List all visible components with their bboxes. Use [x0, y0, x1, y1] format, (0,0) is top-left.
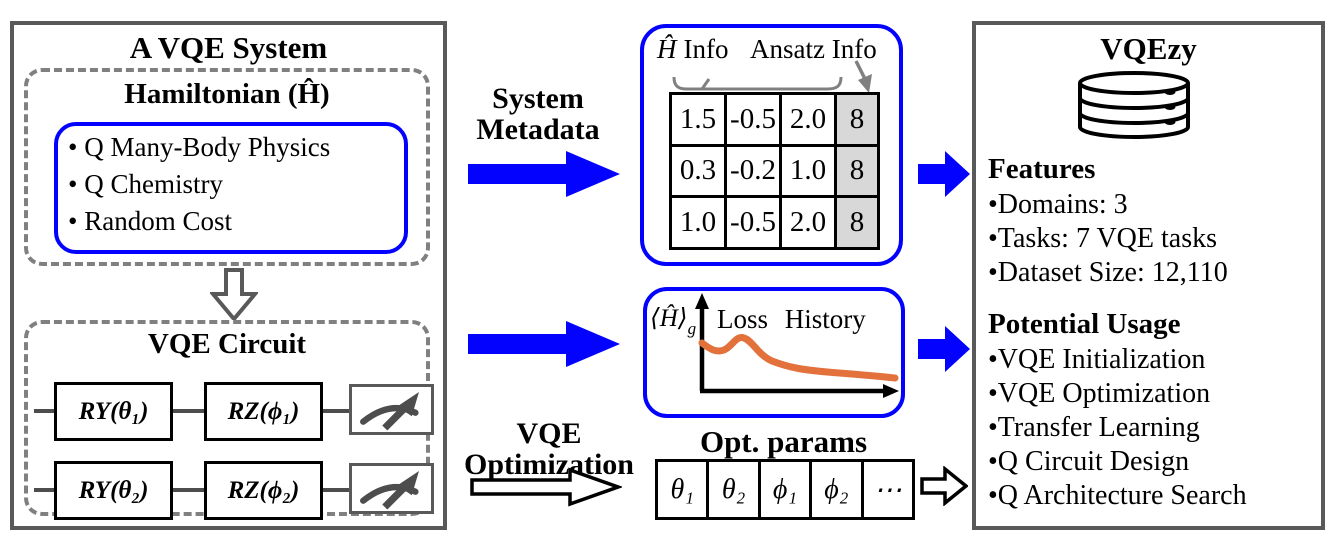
usage-item-optimization: •VQE Optimization: [988, 378, 1211, 409]
vqe-system-title: A VQE System: [129, 30, 328, 65]
vqe-circuit-title: VQE Circuit: [147, 328, 307, 360]
vqe-optimization-line2: Optimization: [464, 448, 634, 481]
meter-icon: [359, 470, 419, 510]
hamiltonian-item-random-cost: • Random Cost: [68, 206, 232, 236]
table-cell: 0.3: [672, 146, 727, 198]
optimization-arrow-icon: [470, 467, 622, 507]
h-symbol: Ĥ: [657, 34, 677, 64]
gate-ry1: RY(θ₁): [54, 382, 173, 441]
gate-rz1: RZ(ϕ₁): [204, 382, 323, 441]
hamiltonian-item-many-body: • Q Many-Body Physics: [68, 132, 331, 162]
table-cell: -0.5: [727, 95, 782, 147]
expectation-symbol: ⟨Ĥ⟩: [650, 305, 688, 332]
vqe-system-panel: A VQE System Hamiltonian (Ĥ) • Q Many-Bo…: [10, 21, 447, 530]
usage-item-circuit-design: •Q Circuit Design: [988, 446, 1190, 477]
blue-arrow-to-db-2: [918, 326, 970, 372]
hamiltonian-item-chemistry: • Q Chemistry: [68, 169, 223, 199]
hamiltonian-box: Hamiltonian (Ĥ) • Q Many-Body Physics • …: [24, 68, 430, 266]
usage-item-initialization: •VQE Initialization: [988, 344, 1206, 375]
feature-item-tasks: •Tasks: 7 VQE tasks: [988, 223, 1217, 254]
measurement-box-1: [349, 384, 434, 435]
table-cell: -0.2: [727, 146, 782, 198]
potential-usage-title: Potential Usage: [988, 308, 1181, 340]
opt-params-row: θ₁ θ₂ ϕ₁ ϕ₂ ⋯: [655, 459, 915, 520]
loss-y-axis-label: ⟨Ĥ⟩g: [650, 303, 696, 339]
ansatz-info-header: Ansatz Info: [750, 34, 877, 64]
loss-history-box: ⟨Ĥ⟩g Loss History: [643, 287, 905, 418]
expectation-subscript: g: [687, 319, 697, 338]
ansatz-pointer-arrow: [854, 60, 872, 93]
param-cell-phi2: ϕ₂: [812, 462, 864, 520]
usage-item-transfer-learning: •Transfer Learning: [988, 412, 1200, 443]
feature-item-domains: •Domains: 3: [988, 189, 1128, 220]
database-icon: [1078, 71, 1190, 139]
blue-arrow-metadata: [468, 151, 620, 197]
system-metadata-line2: Metadata: [476, 113, 600, 146]
metadata-table: 1.5 -0.5 2.0 8 0.3 -0.2 1.0 8 1.0 -0.5 2…: [669, 92, 880, 250]
system-metadata-label: System Metadata: [448, 83, 628, 145]
h-info-label: Info: [683, 34, 729, 64]
hamiltonian-domains-box: • Q Many-Body Physics • Q Chemistry • Ra…: [54, 122, 408, 254]
param-cell-phi1: ϕ₁: [760, 462, 813, 520]
opt-params-title: Opt. params: [699, 424, 868, 459]
features-title: Features: [988, 153, 1096, 185]
table-cell: 2.0: [782, 95, 837, 147]
table-cell: 1.5: [672, 95, 727, 147]
usage-item-architecture-search: •Q Architecture Search: [988, 480, 1247, 511]
table-cell: 2.0: [782, 198, 837, 250]
table-cell-ansatz: 8: [837, 198, 880, 250]
table-cell-ansatz: 8: [837, 146, 880, 198]
param-cell-ellipsis: ⋯: [863, 462, 915, 520]
vqe-optimization-label: VQE Optimization: [442, 418, 656, 480]
vqezy-title: VQEzy: [1100, 31, 1197, 66]
gate-ry2: RY(θ₂): [54, 461, 173, 520]
h-info-bracket: [672, 76, 843, 91]
gate-rz2: RZ(ϕ₂): [204, 461, 323, 520]
table-cell: -0.5: [727, 198, 782, 250]
vqezy-panel: VQEzy Features •Domains: 3 •Tasks: 7 VQE…: [972, 21, 1325, 530]
loss-history-title: Loss History: [717, 304, 866, 334]
hamiltonian-title: Hamiltonian (Ĥ): [124, 78, 330, 110]
blue-arrow-to-db-1: [918, 151, 970, 197]
system-metadata-line1: System: [492, 82, 584, 115]
params-arrow-to-db: [920, 466, 968, 506]
vqe-circuit-box: VQE Circuit RY(θ₁) RZ(ϕ₁) RY(θ₂) RZ(ϕ₂): [24, 320, 434, 520]
table-cell: 1.0: [782, 146, 837, 198]
param-cell-theta1: θ₁: [658, 462, 710, 520]
feature-item-dataset-size: •Dataset Size: 12,110: [988, 257, 1228, 288]
blue-arrow-loss: [468, 321, 620, 367]
table-cell-ansatz: 8: [837, 95, 880, 147]
table-cell: 1.0: [672, 198, 727, 250]
vqe-optimization-line1: VQE: [516, 417, 582, 450]
down-arrow-icon: [210, 268, 258, 322]
meter-icon: [359, 391, 419, 431]
param-cell-theta2: θ₂: [709, 462, 761, 520]
loss-curve-plot: [695, 293, 899, 398]
measurement-box-2: [349, 463, 434, 514]
